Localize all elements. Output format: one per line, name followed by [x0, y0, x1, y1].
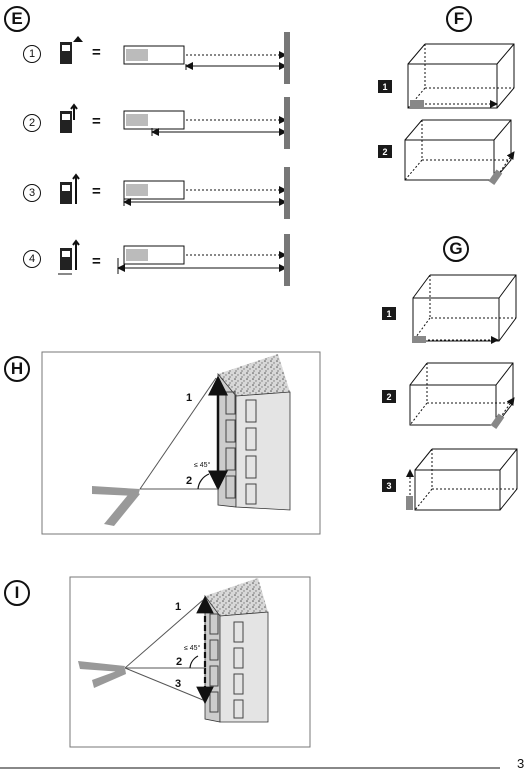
- figure-i: [70, 577, 310, 747]
- measurement-row-4: [118, 234, 290, 286]
- figure-i-angle-label: ≤ 45°: [184, 645, 200, 652]
- page-number: 3: [517, 756, 524, 771]
- figure-h-label-2: 2: [186, 475, 192, 487]
- room-box-f1: [408, 44, 514, 108]
- section-label-h: H: [4, 356, 30, 382]
- figure-i-label-3: 3: [175, 678, 181, 690]
- badge-f-1: 1: [378, 80, 392, 93]
- measurement-row-2: [124, 97, 290, 149]
- room-box-g1: [413, 275, 516, 341]
- section-label-i: I: [4, 580, 30, 606]
- measurement-row-1: [124, 32, 290, 84]
- device-icon-g1: [412, 336, 426, 343]
- device-icon-g2: [491, 414, 505, 429]
- room-box-g3: [410, 449, 517, 510]
- figure-h-angle-label: ≤ 45°: [194, 462, 210, 469]
- device-icon-reference-top: [60, 36, 83, 64]
- device-icon-g3: [406, 496, 413, 510]
- device-icon-reference-front: [60, 105, 77, 133]
- figure-h: [42, 352, 320, 534]
- badge-g-3: 3: [382, 479, 396, 492]
- figure-h-label-1: 1: [186, 392, 192, 404]
- section-label-g: G: [443, 236, 469, 262]
- device-icon-reference-rear: [60, 175, 79, 204]
- section-label-f: F: [446, 6, 472, 32]
- device-icon-reference-pin: [58, 241, 79, 274]
- measurement-row-3: [124, 167, 290, 219]
- figure-i-label-2: 2: [176, 656, 182, 668]
- badge-g-2: 2: [382, 390, 396, 403]
- badge-f-2: 2: [378, 145, 392, 158]
- badge-g-1: 1: [382, 307, 396, 320]
- figure-i-label-1: 1: [175, 601, 181, 613]
- device-icon-f1: [410, 100, 424, 107]
